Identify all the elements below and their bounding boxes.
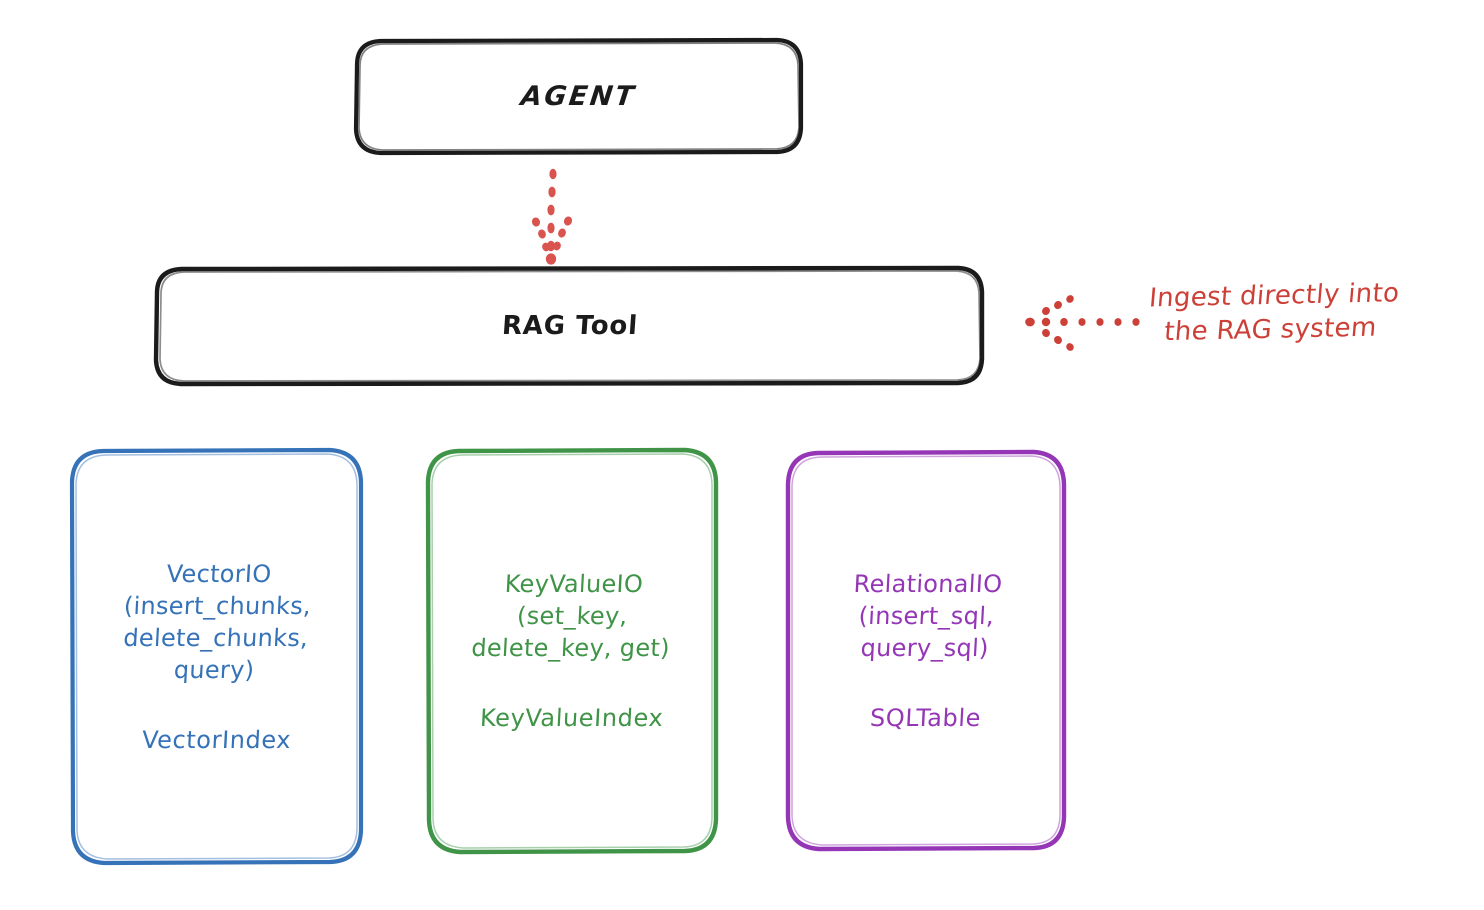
key-value-io-index-label: KeyValueIndex: [479, 704, 665, 733]
vector-io-api-label: VectorIO (insert_chunks, delete_chunks, …: [123, 559, 313, 684]
relational-io-node[interactable]: RelationalIO (insert_sql, query_sql) SQL…: [788, 452, 1064, 849]
key-value-io-box-outline: [425, 447, 719, 855]
key-value-io-api-label: KeyValueIO (set_key, delete_key, get): [470, 569, 671, 662]
agent-label: AGENT: [519, 81, 639, 112]
rag-tool-node[interactable]: RAG Tool: [156, 268, 983, 384]
vector-io-index-label: VectorIndex: [141, 726, 293, 755]
agent-to-rag-tool-connector: [531, 168, 573, 265]
relational-io-box-outline: [785, 449, 1067, 852]
rag-tool-box-outline: [153, 265, 985, 387]
key-value-io-node[interactable]: KeyValueIO (set_key, delete_key, get) Ke…: [428, 450, 716, 851]
ingest-annotation-line-2: the RAG system: [1163, 312, 1378, 348]
rag-tool-label: RAG Tool: [500, 311, 639, 341]
vector-io-node[interactable]: VectorIO (insert_chunks, delete_chunks, …: [72, 450, 362, 863]
vector-io-box-outline: [69, 447, 364, 866]
relational-io-api-label: RelationalIO (insert_sql, query_sql): [852, 569, 1003, 662]
ingest-annotation: Ingest directly into the RAG system: [1145, 275, 1481, 351]
relational-io-index-label: SQLTable: [869, 704, 983, 733]
agent-node[interactable]: AGENT: [356, 40, 802, 153]
ingest-annotation-arrow: [1025, 295, 1140, 351]
agent-box-outline: [353, 37, 804, 156]
